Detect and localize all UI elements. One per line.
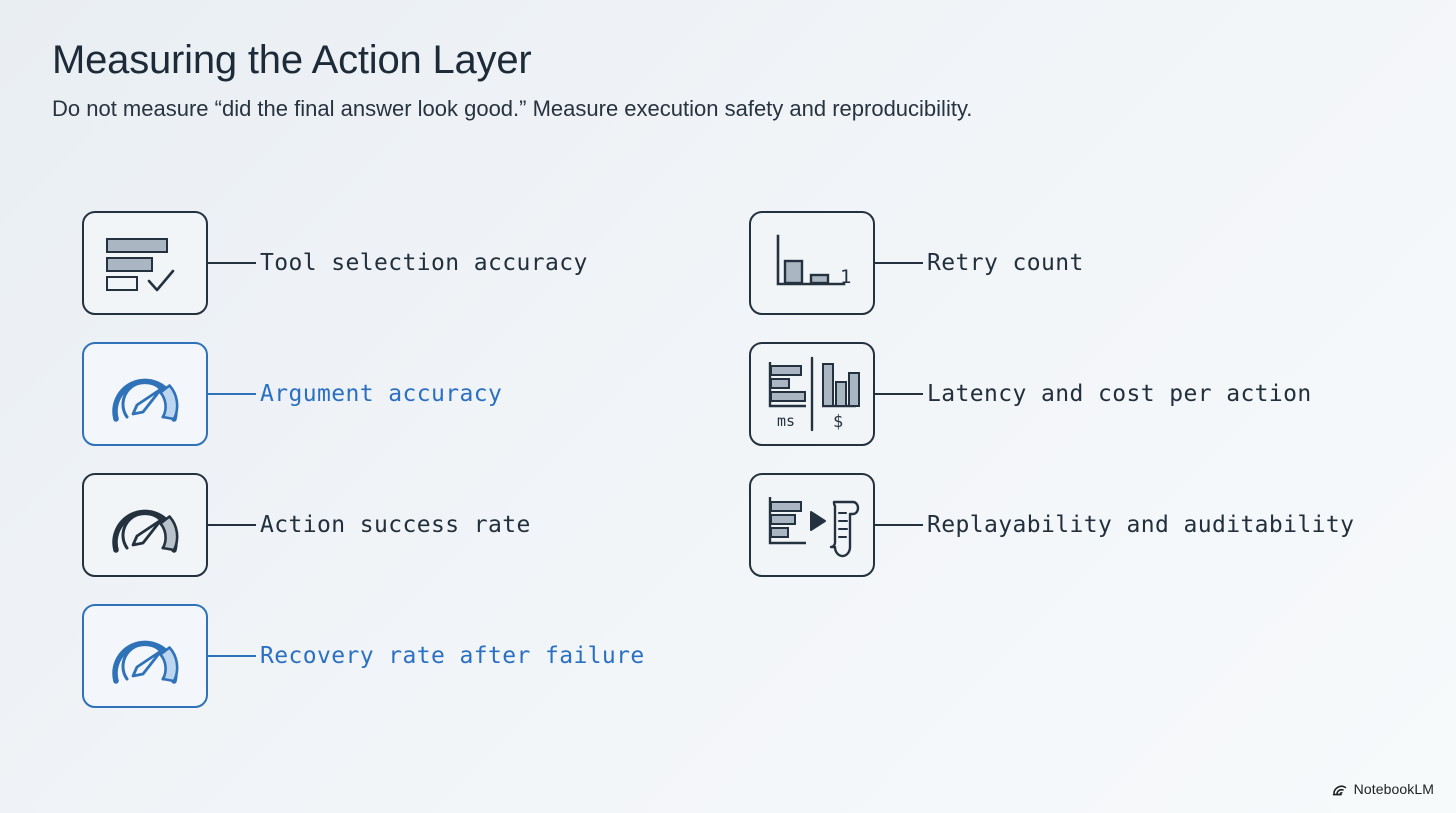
metric-item-action-success-rate[interactable]: Action success rate [82,473,531,577]
gauge-icon [103,359,187,429]
bar-chart-icon: 1 [766,228,858,298]
replay-log-icon-box [749,473,875,577]
metric-label: Recovery rate after failure [260,643,645,669]
replay-log-icon [762,489,862,561]
latency-unit-label: ms [777,412,795,430]
metric-item-retry-count[interactable]: 1 Retry count [749,211,1084,315]
checklist-icon [97,227,193,299]
gauge-icon-box [82,342,208,446]
metric-item-latency-and-cost-per-action[interactable]: ms $ Latency and cost per action [749,342,1312,446]
connector-line [208,524,256,526]
metric-label: Retry count [927,250,1084,276]
metric-label: Argument accuracy [260,381,503,407]
metric-item-recovery-rate-after-failure[interactable]: Recovery rate after failure [82,604,645,708]
page-title: Measuring the Action Layer [52,38,532,82]
page-subtitle: Do not measure “did the final answer loo… [52,95,973,121]
connector-line [875,393,923,395]
checklist-icon-box [82,211,208,315]
notebooklm-watermark-label: NotebookLM [1353,781,1434,797]
metric-label: Tool selection accuracy [260,250,588,276]
notebooklm-watermark: NotebookLM [1332,781,1434,797]
latency-cost-icon-box: ms $ [749,342,875,446]
metric-label: Action success rate [260,512,531,538]
gauge-icon [103,490,187,560]
latency-cost-icon: ms $ [760,354,864,434]
connector-line [208,262,256,264]
metric-item-argument-accuracy[interactable]: Argument accuracy [82,342,502,446]
connector-line [875,524,923,526]
connector-line [208,393,256,395]
connector-line [875,262,923,264]
metric-label: Latency and cost per action [927,381,1312,407]
gauge-icon-box [82,473,208,577]
cost-unit-label: $ [833,412,843,432]
play-triangle-icon [810,511,826,531]
page-header: Measuring the Action Layer Do not measur… [52,38,1392,122]
metric-label: Replayability and auditability [927,512,1355,538]
retry-count-value: 1 [840,266,851,288]
metric-item-replayability-and-auditability[interactable]: Replayability and auditability [749,473,1354,577]
gauge-icon [103,621,187,691]
bar-chart-icon-box: 1 [749,211,875,315]
notebooklm-logo-icon [1332,782,1348,797]
connector-line [208,655,256,657]
metric-item-tool-selection-accuracy[interactable]: Tool selection accuracy [82,211,588,315]
gauge-icon-box [82,604,208,708]
